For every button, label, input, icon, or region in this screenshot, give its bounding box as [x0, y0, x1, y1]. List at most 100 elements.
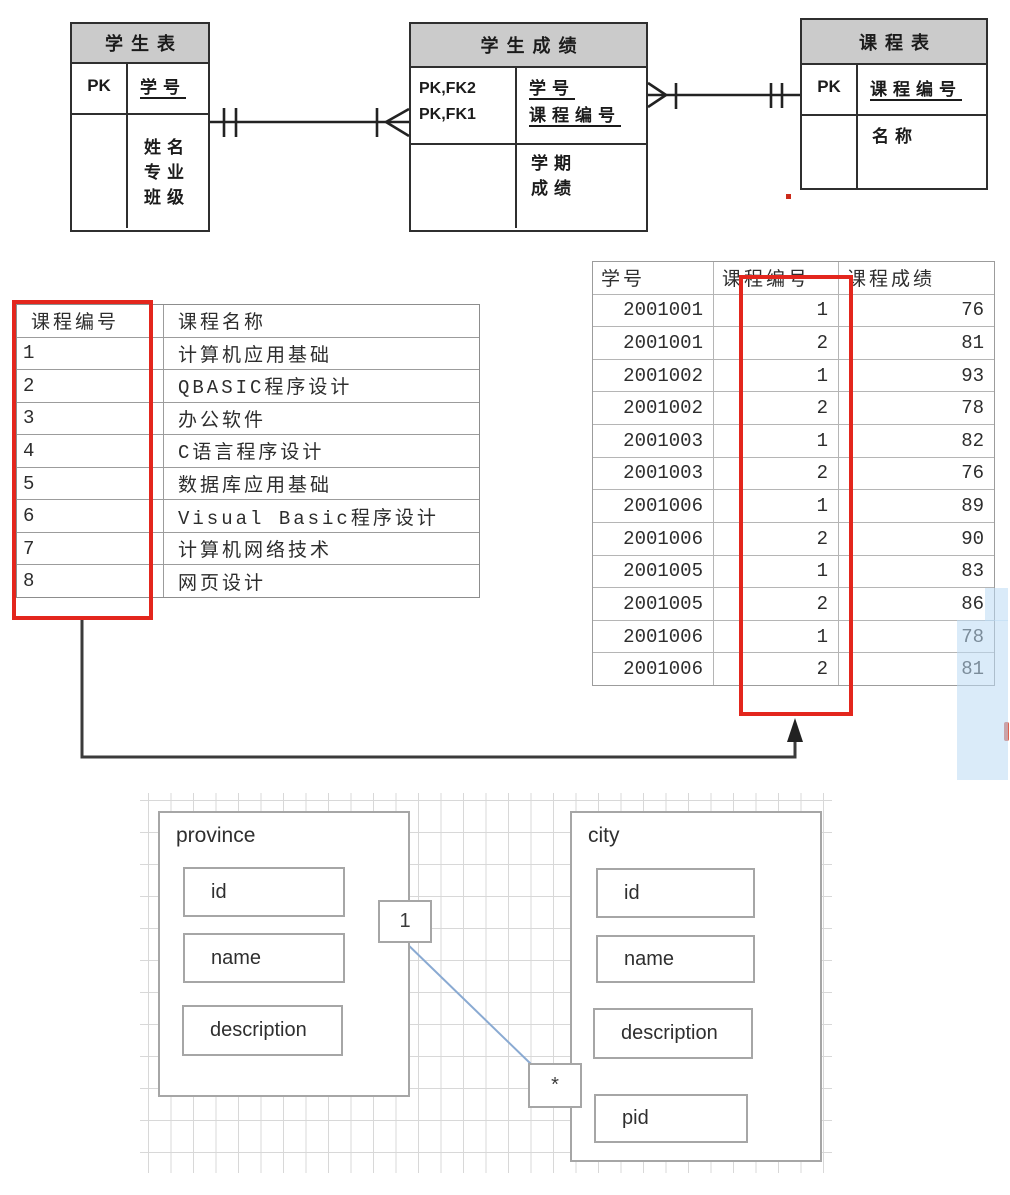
crow-foot-icon [385, 107, 410, 138]
course-number: 2 [714, 457, 838, 490]
erd-student-field: 班级 [144, 188, 190, 207]
erd-course-fields: 名称 [858, 116, 986, 188]
schema-province-title: province [176, 824, 256, 847]
course-name: 计算机应用基础 [164, 337, 479, 370]
erd-course-pk-field: 课程编号 [870, 80, 962, 99]
course-name: 数据库应用基础 [164, 467, 479, 500]
erd-score-empty-cell [411, 145, 517, 228]
grade-col-header-student-id: 学号 [593, 262, 713, 294]
student-id: 2001002 [593, 359, 713, 392]
course-name: QBASIC程序设计 [164, 370, 479, 402]
course-name: 办公软件 [164, 402, 479, 435]
erd-score-table: 学生成绩 PK,FK2 PK,FK1 学号 课程编号 学期 成绩 [409, 22, 648, 232]
course-name: C语言程序设计 [164, 435, 479, 467]
province-field-name: name [183, 933, 345, 983]
course-name: 计算机网络技术 [164, 532, 479, 565]
erd-score-key-label: PK,FK2 [419, 80, 476, 97]
student-id: 2001006 [593, 653, 713, 685]
erd-score-key-cell: 学号 课程编号 [517, 68, 646, 145]
province-field-id: id [183, 867, 345, 917]
score: 90 [839, 522, 994, 555]
student-id: 2001006 [593, 620, 713, 653]
course-number: 4 [17, 435, 163, 467]
student-id: 2001001 [593, 327, 713, 359]
erd-score-field: 学期 [531, 154, 577, 173]
erd-score-fields: 学期 成绩 [517, 145, 646, 228]
city-field-description: description [593, 1008, 753, 1059]
score: 76 [839, 457, 994, 490]
erd-score-key-label: PK,FK1 [419, 106, 476, 123]
course-number: 5 [17, 467, 163, 500]
score: 76 [839, 294, 994, 327]
province-field-description: description [182, 1005, 343, 1056]
erd-course-field: 名称 [872, 127, 918, 146]
score: 82 [839, 425, 994, 457]
erd-course-pk-label: PK [802, 65, 858, 116]
course-number: 7 [17, 532, 163, 565]
erd-student-pk-label: PK [72, 64, 128, 115]
student-id: 2001005 [593, 588, 713, 620]
score: 81 [839, 327, 994, 359]
course-name: 网页设计 [164, 565, 479, 597]
course-col-header-number: 课程编号 [17, 305, 163, 337]
selection-highlight [985, 588, 1008, 621]
cardinality-one-label: 1 [378, 900, 432, 943]
course-list-table: 课程编号 课程名称 1 计算机应用基础 2 QBASIC程序设计 3 办公软件 … [16, 304, 480, 598]
erd-student-pk-field: 学号 [140, 78, 186, 97]
selection-highlight [957, 620, 1008, 780]
erd-score-key-labels: PK,FK2 PK,FK1 [411, 68, 517, 145]
erd-score-key-field: 学号 [529, 79, 575, 98]
city-field-pid: pid [594, 1094, 748, 1143]
score: 86 [839, 588, 994, 620]
course-number: 2 [714, 588, 838, 620]
course-number: 2 [714, 327, 838, 359]
score: 83 [839, 555, 994, 588]
course-number: 2 [714, 392, 838, 425]
course-col-header-name: 课程名称 [164, 305, 479, 337]
erd-score-key-field: 课程编号 [529, 106, 621, 125]
student-id: 2001003 [593, 457, 713, 490]
course-number: 1 [714, 359, 838, 392]
erd-student-fields: 姓名 专业 班级 [128, 115, 208, 228]
erd-course-title: 课程表 [802, 20, 986, 65]
student-id: 2001003 [593, 425, 713, 457]
city-field-id: id [596, 868, 755, 918]
highlight-rect-course-number-right [739, 275, 853, 716]
schema-city-title: city [588, 824, 620, 847]
erd-course-empty-cell [802, 116, 858, 188]
course-number: 1 [714, 294, 838, 327]
relationship-score-course [647, 81, 800, 109]
course-number: 8 [17, 565, 163, 597]
highlight-rect-course-number-left [12, 300, 153, 620]
student-id: 2001002 [593, 392, 713, 425]
cardinality-many-label: * [528, 1063, 582, 1108]
erd-score-field: 成绩 [531, 179, 577, 198]
course-number: 1 [17, 337, 163, 370]
score: 89 [839, 490, 994, 522]
student-id: 2001006 [593, 522, 713, 555]
course-number: 1 [714, 425, 838, 457]
erd-student-field: 姓名 [144, 138, 190, 157]
grade-col-header-score: 课程成绩 [839, 262, 994, 294]
student-id: 2001005 [593, 555, 713, 588]
score: 93 [839, 359, 994, 392]
erd-student-key-cell: 学号 [128, 64, 208, 115]
crow-foot-icon [647, 81, 667, 109]
erd-score-title: 学生成绩 [411, 24, 646, 68]
score: 78 [839, 392, 994, 425]
course-number: 2 [714, 522, 838, 555]
course-number: 3 [17, 402, 163, 435]
erd-course-table: 课程表 PK 课程编号 名称 [800, 18, 988, 190]
arrowhead-icon [787, 718, 803, 742]
relationship-student-score [207, 107, 410, 138]
course-number: 2 [17, 370, 163, 402]
city-field-name: name [596, 935, 755, 983]
red-dot-mark [786, 194, 791, 199]
erd-student-title: 学生表 [72, 24, 208, 64]
course-number: 1 [714, 555, 838, 588]
erd-student-table: 学生表 PK 学号 姓名 专业 班级 [70, 22, 210, 232]
student-id: 2001001 [593, 294, 713, 327]
erd-course-key-cell: 课程编号 [858, 65, 986, 116]
student-id: 2001006 [593, 490, 713, 522]
